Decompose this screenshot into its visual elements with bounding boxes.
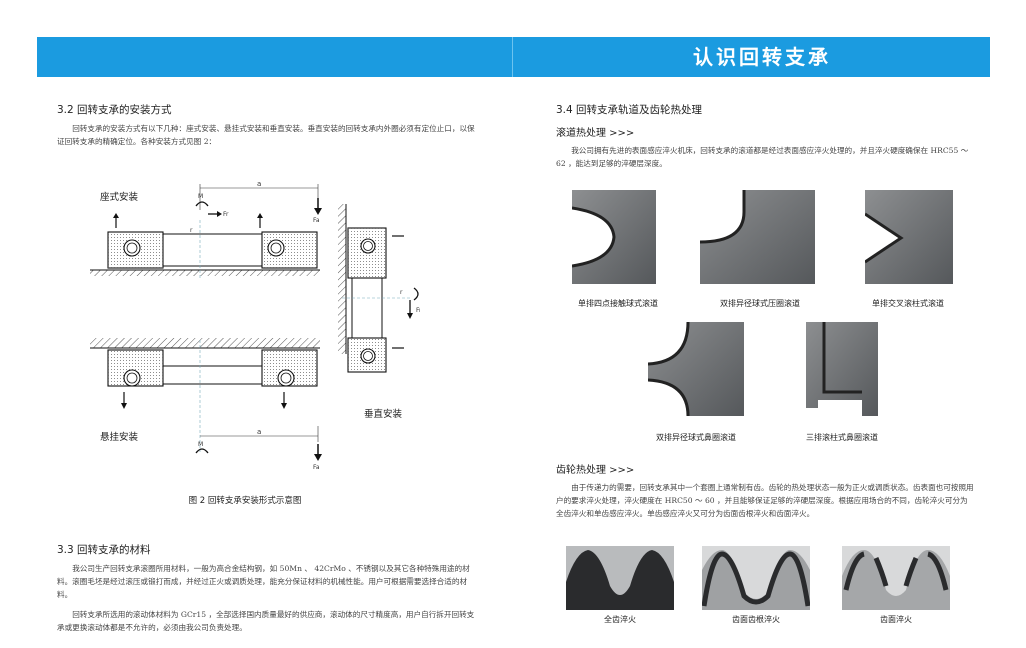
raceway-caption-4: 双排异径球式鼻圈滚道	[656, 433, 736, 442]
m-bottom-label: M	[198, 441, 203, 448]
raceway-caption-1: 单排四点接触球式滚道	[578, 299, 658, 308]
header-banner	[37, 37, 990, 77]
gear-caption-2: 齿面齿根淬火	[732, 615, 780, 624]
hang-install-label: 悬挂安装	[100, 432, 139, 443]
gear-caption-3: 齿面淬火	[880, 615, 912, 624]
raceway-caption-2: 双排异径球式压圈滚道	[720, 299, 800, 308]
page-title: 认识回转支承	[693, 45, 831, 69]
section-3-2-text: 回转支承的安装方式有以下几种：座式安装、悬挂式安装和垂直安装。垂直安装的回转支承…	[57, 124, 475, 146]
raceway-photo-four-point	[572, 190, 656, 284]
raceway-caption-5: 三排滚柱式鼻圈滚道	[806, 433, 878, 442]
gear-caption-1: 全齿淬火	[604, 615, 636, 624]
installation-diagram: a Fa M Fr r a Fa M	[90, 180, 420, 471]
raceway-caption-3: 单排交叉滚柱式滚道	[872, 299, 944, 308]
vertical-install-label: 垂直安装	[364, 409, 403, 420]
figure-2-caption: 图 2 回转支承安装形式示意图	[188, 496, 302, 506]
raceway-photo-double-press	[700, 190, 815, 284]
fa-top-label: Fa	[313, 217, 320, 224]
raceway-photo-double-nose	[648, 322, 744, 416]
gear-photo-face-root	[702, 546, 810, 610]
seat-install-label: 座式安装	[100, 192, 139, 203]
fr-vertical-label: Fr	[416, 307, 420, 314]
section-3-2-title: 3.2 回转支承的安装方式	[57, 104, 172, 116]
r-vertical-label: r	[400, 289, 403, 296]
raceway-heat-text: 我公司拥有先进的表面感应淬火机床，回转支承的滚道都是经过表面感应淬火处理的，并且…	[556, 146, 969, 168]
dim-a-bottom: a	[257, 428, 261, 436]
m-top-label: M	[198, 193, 203, 200]
section-3-4-title: 3.4 回转支承轨道及齿轮热处理	[556, 104, 703, 116]
dim-a-top: a	[257, 180, 261, 188]
banner-divider	[512, 37, 513, 77]
raceway-heat-title: 滚道热处理 >>>	[556, 128, 635, 139]
section-3-3-text-1: 我公司生产回转支承滚圈所用材料，一般为高合金结构钢，如 50Mn 、 42CrM…	[57, 564, 470, 599]
gear-photo-full-tooth	[566, 546, 674, 610]
raceway-photo-cross-roller	[865, 190, 953, 284]
raceway-photo-three-row	[806, 322, 878, 416]
gear-heat-title: 齿轮热处理 >>>	[556, 465, 635, 476]
fa-bottom-label: Fa	[313, 464, 320, 471]
fr-top-label: Fr	[223, 211, 229, 218]
section-3-3-title: 3.3 回转支承的材料	[57, 544, 151, 556]
gear-photo-face	[842, 546, 950, 610]
gear-heat-text: 由于传递力的需要，回转支承其中一个套圈上通常制有齿。齿轮的热处理状态一般为正火或…	[556, 483, 974, 518]
section-3-3-text-2: 回转支承所选用的滚动体材料为 GCr15 ，全部选择国内质量最好的供应商，滚动体…	[57, 610, 475, 632]
r-top-label: r	[190, 227, 193, 234]
